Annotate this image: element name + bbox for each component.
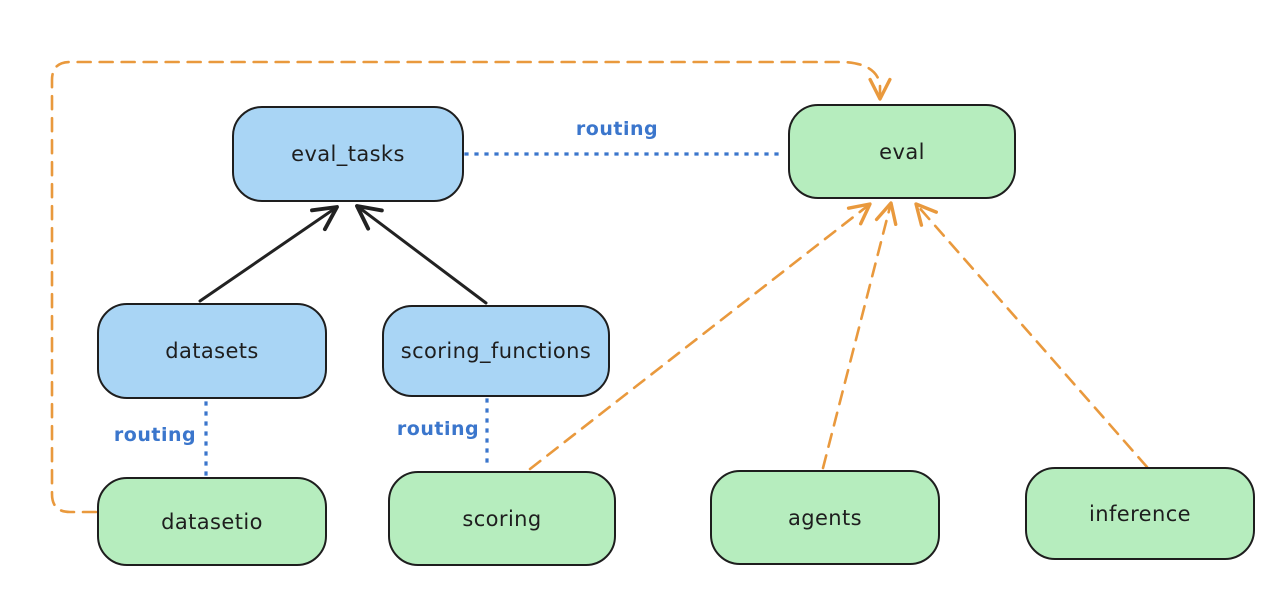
edge-scoring_functions-to-eval_tasks	[355, 204, 488, 305]
node-datasetio-label: datasetio	[161, 509, 263, 534]
node-agents: agents	[710, 470, 940, 565]
node-eval: eval	[788, 104, 1016, 199]
edge-datasets-to-eval_tasks	[198, 205, 339, 303]
node-eval-label: eval	[879, 139, 925, 164]
node-scoring: scoring	[388, 471, 616, 566]
node-inference: inference	[1025, 467, 1255, 560]
node-datasets: datasets	[97, 303, 327, 399]
edge-agents-to-eval	[821, 201, 898, 470]
node-datasets-label: datasets	[165, 339, 259, 363]
edge-inference-to-eval	[914, 202, 1149, 469]
node-eval_tasks-label: eval_tasks	[291, 142, 405, 166]
node-scoring-label: scoring	[462, 506, 542, 531]
node-inference-label: inference	[1089, 501, 1191, 526]
edge-label-routing-scoring_functions-scoring: routing	[396, 418, 480, 440]
node-eval_tasks: eval_tasks	[232, 106, 464, 202]
node-agents-label: agents	[787, 505, 862, 530]
node-scoring_functions-label: scoring_functions	[400, 339, 592, 363]
node-datasetio: datasetio	[97, 477, 327, 566]
edge-label-routing-datasets-datasetio: routing	[113, 424, 197, 446]
edge-label-routing-eval_tasks-eval: routing	[575, 118, 659, 140]
node-scoring_functions: scoring_functions	[382, 305, 610, 397]
